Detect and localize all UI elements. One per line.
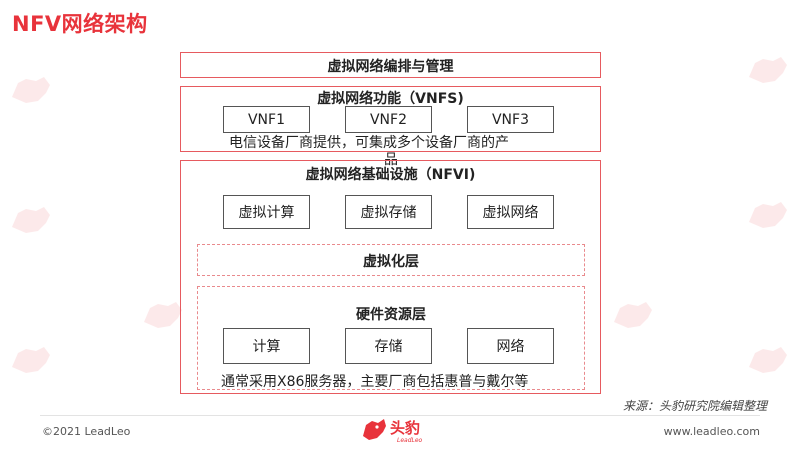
orchestration-box — [180, 52, 601, 78]
vnf-note-line1: 电信设备厂商提供，可集成多个设备厂商的产 — [229, 135, 509, 151]
vnf-item-2: VNF2 — [345, 106, 432, 133]
footer-copyright: ©2021 LeadLeo — [42, 425, 131, 438]
hardware-note: 通常采用X86服务器，主要厂商包括惠普与戴尔等 — [221, 374, 529, 390]
page-title: NFV网络架构 — [12, 12, 148, 36]
vnf-layer-label: 虚拟网络功能（VNFS) — [317, 91, 464, 107]
orchestration-label: 虚拟网络编排与管理 — [327, 59, 454, 75]
leopard-head-watermark-icon — [614, 302, 652, 328]
footer-brand-en: LeadLeo — [397, 437, 423, 444]
hardware-network-box: 网络 — [467, 328, 554, 364]
virtual-network-box: 虚拟网络 — [467, 195, 554, 229]
nfvi-layer-box — [180, 160, 601, 394]
nfvi-layer-label: 虚拟网络基础设施（NFVI) — [305, 167, 476, 183]
leopard-head-watermark-icon — [749, 57, 787, 83]
leopard-head-watermark-icon — [12, 77, 50, 103]
hardware-layer-box — [197, 286, 585, 390]
hardware-compute-box: 计算 — [223, 328, 310, 364]
leopard-head-watermark-icon — [749, 202, 787, 228]
virtual-compute-box: 虚拟计算 — [223, 195, 310, 229]
virtualization-layer-box — [197, 244, 585, 276]
footer-divider — [40, 415, 760, 416]
leopard-head-watermark-icon — [12, 207, 50, 233]
vnf-item-1: VNF1 — [223, 106, 310, 133]
vnf-item-3: VNF3 — [467, 106, 554, 133]
leopard-head-watermark-icon — [12, 347, 50, 373]
footer-brand-cn: 头豹 — [390, 419, 421, 437]
leopard-head-watermark-icon — [749, 347, 787, 373]
source-note: 来源：头豹研究院编辑整理 — [622, 399, 767, 413]
footer-website[interactable]: www.leadleo.com — [663, 425, 760, 438]
virtualization-layer-label: 虚拟化层 — [363, 254, 419, 270]
leopard-head-icon — [363, 419, 386, 440]
leopard-head-watermark-icon — [144, 302, 182, 328]
hardware-layer-label: 硬件资源层 — [356, 307, 426, 323]
virtual-storage-box: 虚拟存储 — [345, 195, 432, 229]
hardware-storage-box: 存储 — [345, 328, 432, 364]
